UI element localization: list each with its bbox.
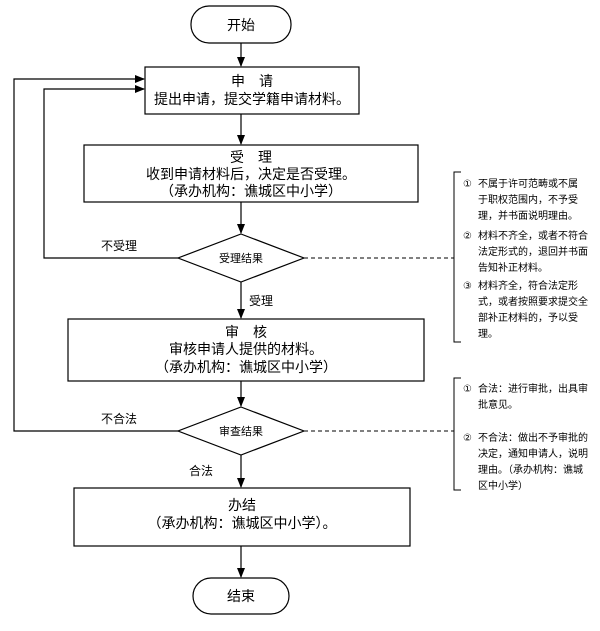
note1-bracket xyxy=(453,171,461,343)
note1-item-2: ② 材料不齐全，或者不符合 法定形式的，退回并书面 告知补正材料。 xyxy=(463,229,588,274)
decision1-label: 受理结果 xyxy=(219,252,263,265)
decision1-no-label: 不受理 xyxy=(101,239,137,253)
decision1-yes-label: 受理 xyxy=(249,294,273,308)
apply-title: 申 请 xyxy=(231,74,273,90)
note2-item-2: ② 不合法：做出不予审批的 决定，通知申请人，说明 理由。（承办机构：谯城 区中… xyxy=(463,431,588,492)
note1: ① 不属于许可范畴或不属 于职权范围内，不予受 理，并书面说明理由。 ② 材料不… xyxy=(463,177,588,340)
review-line2: （承办机构：谯城区中小学） xyxy=(155,360,337,376)
note1-item-3-num: ③ xyxy=(463,281,472,292)
note2-item-2-line4: 区中小学） xyxy=(478,479,528,492)
finish-box xyxy=(73,487,411,547)
apply-box xyxy=(144,66,360,115)
loop-decision2-no xyxy=(13,75,178,432)
note1-item-1-line2: 于职权范围内，不予受 xyxy=(478,193,578,206)
note1-item-3-line4: 理。 xyxy=(478,328,498,340)
note2-item-1-line2: 批意见。 xyxy=(478,398,518,411)
note1-item-1-line1: 不属于许可范畴或不属 xyxy=(478,177,578,190)
review-title: 审 核 xyxy=(225,325,267,341)
decision2-yes-label: 合法 xyxy=(189,463,213,478)
decision2-label: 审查结果 xyxy=(219,424,263,438)
note2-item-1-line1: 合法：进行审批，出具审 xyxy=(478,382,588,395)
note1-item-2-line3: 告知补正材料。 xyxy=(478,261,548,274)
accept-line1: 收到申请材料后，决定是否受理。 xyxy=(146,167,356,183)
note1-item-3-line1: 材料齐全，符合法定形 xyxy=(478,279,578,292)
note1-item-3-line3: 部补正材料的，予以受 xyxy=(478,311,578,324)
review-box xyxy=(67,318,425,382)
note1-item-1: ① 不属于许可范畴或不属 于职权范围内，不予受 理，并书面说明理由。 xyxy=(463,177,578,222)
note1-item-1-num: ① xyxy=(463,179,472,190)
finish-line1: （承办机构：谯城区中小学）。 xyxy=(148,516,337,532)
note2-item-1: ① 合法：进行审批，出具审 批意见。 xyxy=(463,382,588,411)
note1-item-1-line3: 理，并书面说明理由。 xyxy=(478,209,578,222)
note2-item-1-num: ① xyxy=(463,384,472,395)
end-terminal xyxy=(192,577,290,615)
accept-box xyxy=(83,144,419,203)
note2-item-2-line1: 不合法：做出不予审批的 xyxy=(478,431,588,444)
accept-line2: （承办机构：谯城区中小学） xyxy=(160,184,342,200)
note1-item-2-line2: 法定形式的，退回并书面 xyxy=(478,245,588,258)
finish-title: 办结 xyxy=(228,498,256,514)
note1-item-2-num: ② xyxy=(463,231,472,242)
loop-decision1-no xyxy=(43,85,178,259)
accept-title: 受 理 xyxy=(230,150,272,166)
note2-item-2-line3: 理由。（承办机构：谯城 xyxy=(478,463,583,476)
end-label: 结束 xyxy=(227,589,255,605)
note2: ① 合法：进行审批，出具审 批意见。 ② 不合法：做出不予审批的 决定，通知申请… xyxy=(463,382,588,492)
decision2-no-label: 不合法 xyxy=(101,411,137,426)
note2-item-2-num: ② xyxy=(463,433,472,444)
note1-item-3-line2: 式，或者按照要求提交全 xyxy=(478,295,588,308)
note1-item-2-line1: 材料不齐全，或者不符合 xyxy=(478,229,588,242)
note1-item-3: ③ 材料齐全，符合法定形 式，或者按照要求提交全 部补正材料的，予以受 理。 xyxy=(463,279,588,340)
apply-line1: 提出申请，提交学籍申请材料。 xyxy=(154,91,350,108)
review-line1: 审核申请人提供的材料。 xyxy=(169,342,323,358)
note2-item-2-line2: 决定，通知申请人，说明 xyxy=(478,447,588,460)
note2-bracket xyxy=(453,377,461,491)
start-label: 开始 xyxy=(227,18,255,34)
